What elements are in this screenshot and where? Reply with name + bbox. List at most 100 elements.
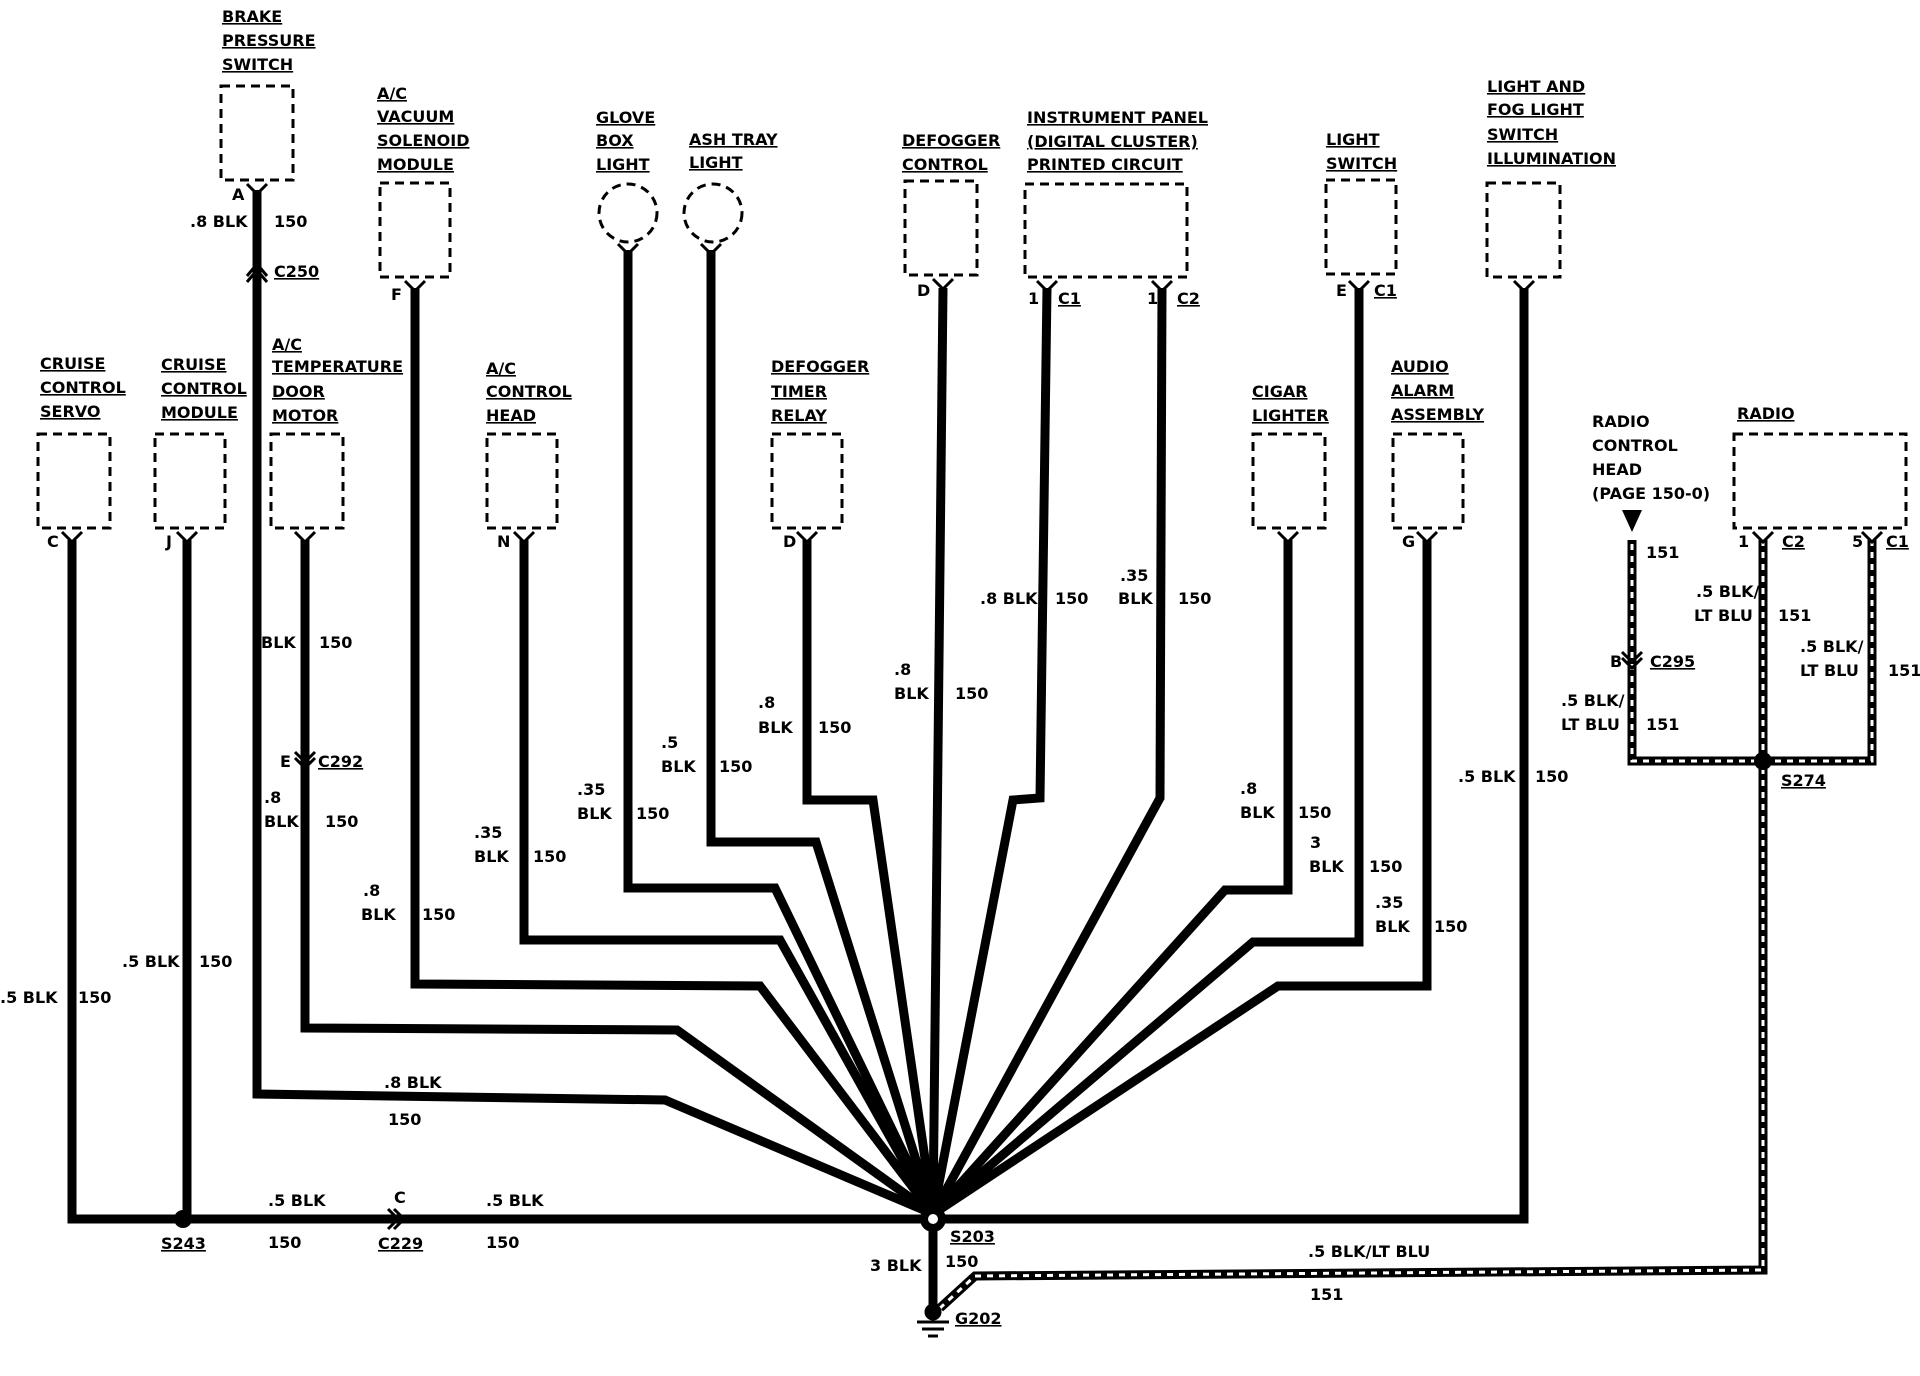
illum-label-2: FOG LIGHT xyxy=(1487,100,1584,119)
wire-label: .5 BLK xyxy=(122,952,180,971)
wire-timer xyxy=(802,540,938,1215)
cigar-lighter-box xyxy=(1251,432,1327,530)
glove-label-3: LIGHT xyxy=(596,155,650,174)
cigar-label-2: LIGHTER xyxy=(1252,406,1329,425)
wire-ash xyxy=(706,250,938,1216)
symbols xyxy=(60,182,1884,1338)
wire-label: 150 xyxy=(199,952,232,971)
wire-label: .8 xyxy=(758,693,775,712)
label-c229-pin: C xyxy=(394,1188,406,1207)
wire-label: .5 BLK xyxy=(268,1191,326,1210)
wire-label: 3 xyxy=(1310,833,1321,852)
wire-ip2 xyxy=(929,287,1167,1217)
head-label-2: CONTROL xyxy=(486,382,572,401)
ash-tray-light-bulb xyxy=(682,182,744,244)
timer-label-2: TIMER xyxy=(771,382,827,401)
wire-label: BLK xyxy=(1309,857,1344,876)
wire-ip1 xyxy=(928,287,1052,1215)
wire-label: BLK xyxy=(474,847,509,866)
wire-illum xyxy=(933,288,1529,1224)
radio-box xyxy=(1732,432,1908,530)
wire-label: 150 xyxy=(945,1252,978,1271)
pin-servo: C xyxy=(47,532,59,551)
conn-radio1: C2 xyxy=(1782,532,1805,551)
cruise-control-servo-box xyxy=(36,432,112,530)
vac-label-3: SOLENOID xyxy=(377,131,469,150)
wire-label: 150 xyxy=(1434,917,1467,936)
rch-label-3: HEAD xyxy=(1592,460,1642,479)
cruise-control-module-box xyxy=(153,432,227,530)
conn-ip1: C1 xyxy=(1058,289,1081,308)
wire-light-switch xyxy=(930,288,1364,1218)
cigar-label-1: CIGAR xyxy=(1252,382,1308,401)
wire-label: .35 xyxy=(1375,893,1403,912)
wire-label: BLK xyxy=(1375,917,1410,936)
wire-label: BLK xyxy=(577,804,612,823)
wire-label: BLK xyxy=(661,757,696,776)
pin-c295: B xyxy=(1610,652,1622,671)
wire-label: .5 xyxy=(661,733,678,752)
pin-labels: A F D 1 C1 1 C2 E C1 C J N D G 1 C2 5 C1… xyxy=(47,185,1909,771)
pin-radio1: 1 xyxy=(1738,532,1749,551)
timer-label-1: DEFOGGER xyxy=(771,357,869,376)
wire-label: .8 BLK xyxy=(980,589,1038,608)
wire-brake xyxy=(252,190,935,1219)
wire-label: .5 BLK/ xyxy=(1696,582,1760,601)
wire-label: BLK xyxy=(894,684,929,703)
label-c250: C250 xyxy=(274,262,319,281)
illum-label-3: SWITCH xyxy=(1487,125,1558,144)
wire-vacuum xyxy=(410,288,937,1217)
pin-ip2: 1 xyxy=(1147,289,1158,308)
ip-label-2: (DIGITAL CLUSTER) xyxy=(1027,132,1198,151)
pin-c292: E xyxy=(280,752,291,771)
wire-label: 150 xyxy=(1369,857,1402,876)
ac-control-head-box xyxy=(485,432,559,530)
wire-label: 150 xyxy=(1535,767,1568,786)
module-label-1: CRUISE xyxy=(161,355,226,374)
radio-control-head-arrow xyxy=(1622,510,1642,532)
c292-symbol xyxy=(293,750,317,771)
wire-label: 150 xyxy=(78,988,111,1007)
glove-box-light-bulb xyxy=(597,182,659,244)
label-s274: S274 xyxy=(1781,771,1826,790)
audio-alarm-box xyxy=(1391,432,1465,530)
conn-radio5: C1 xyxy=(1886,532,1909,551)
module-label-3: MODULE xyxy=(161,403,238,422)
ground-symbol xyxy=(917,1303,949,1338)
label-g202: G202 xyxy=(955,1309,1002,1328)
glove-label-1: GLOVE xyxy=(596,108,655,127)
wire-label: 150 xyxy=(719,757,752,776)
wires xyxy=(67,190,1877,1312)
servo-label-1: CRUISE xyxy=(40,354,105,373)
wire-labels: .8 BLK 150 BLK 150 .8 BLK 150 .8 BLK 150… xyxy=(0,212,1920,1304)
label-c292: C292 xyxy=(318,752,363,771)
light-switch-box xyxy=(1324,178,1398,276)
wire-label: 151 xyxy=(1778,606,1811,625)
ac-temp-door-motor-box xyxy=(269,432,345,530)
temp-label-3: DOOR xyxy=(272,382,325,401)
wire-label: LT BLU xyxy=(1561,715,1620,734)
wire-label: 151 xyxy=(1646,715,1679,734)
pin-defog: D xyxy=(917,281,930,300)
defogger-timer-relay-box xyxy=(770,432,844,530)
ip-label-1: INSTRUMENT PANEL xyxy=(1027,108,1208,127)
wire-label: LT BLU xyxy=(1800,661,1859,680)
wire-label: 150 xyxy=(955,684,988,703)
wire-servo xyxy=(67,540,925,1224)
wire-label: BLK xyxy=(264,812,299,831)
brake-label-1: BRAKE xyxy=(222,7,282,26)
wire-label: BLK xyxy=(758,718,793,737)
wire-label: 150 xyxy=(818,718,851,737)
pin-module: J xyxy=(165,532,172,551)
temp-label-1: A/C xyxy=(272,335,302,354)
wire-label: .35 xyxy=(1120,566,1148,585)
rch-label-1: RADIO xyxy=(1592,412,1650,431)
wire-glove xyxy=(623,250,938,1216)
wire-label: 150 xyxy=(486,1233,519,1252)
conn-ip2: C2 xyxy=(1177,289,1200,308)
s274-dot xyxy=(1754,752,1772,770)
servo-label-2: CONTROL xyxy=(40,378,126,397)
illum-label-4: ILLUMINATION xyxy=(1487,149,1616,168)
wire-cigar xyxy=(929,540,1293,1218)
head-label-1: A/C xyxy=(486,359,516,378)
